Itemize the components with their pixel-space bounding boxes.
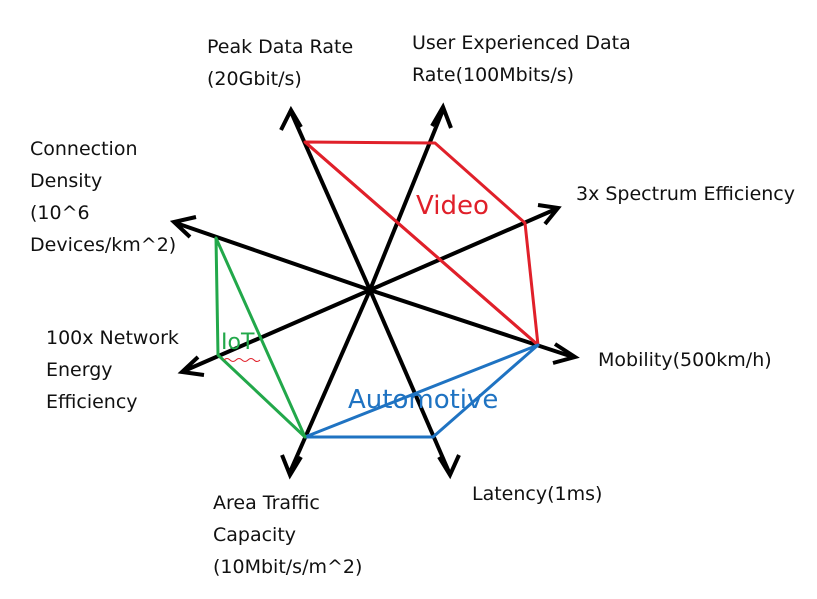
iot-spellcheck-squiggle [223,358,261,362]
axis-connection-density [169,215,371,292]
axis-network-energy-efficiency [177,288,371,377]
latency-label: Latency(1ms) [472,483,603,505]
axis-area-traffic-capacity [280,289,372,480]
mobility-label: Mobility(500km/h) [598,349,772,371]
user-experienced-data-rate-label: User Experienced Data Rate(100Mbits/s) [412,32,631,86]
automotive-region-label: Automotive [348,385,499,415]
iot-region-label: IoT [221,330,255,355]
axis-latency [368,289,461,480]
network-energy-efficiency-label: 100x Network Energy Efficiency [46,327,179,413]
axis-user-experienced-data-rate [368,102,453,291]
video-region-label: Video [416,191,489,221]
peak-data-rate-label: Peak Data Rate (20Gbit/s) [207,36,354,90]
connection-density-label: Connection Density (10^6 Devices/km^2) [30,138,177,256]
axis-mobility [369,288,580,365]
automotive-region-outline [303,343,540,439]
video-region-outline [303,140,540,347]
spectrum-efficiency-label: 3x Spectrum Efficiency [576,183,796,205]
area-traffic-capacity-label: Area Traffic Capacity (10Mbit/s/m^2) [213,492,363,578]
iot-region-outline [214,236,307,439]
